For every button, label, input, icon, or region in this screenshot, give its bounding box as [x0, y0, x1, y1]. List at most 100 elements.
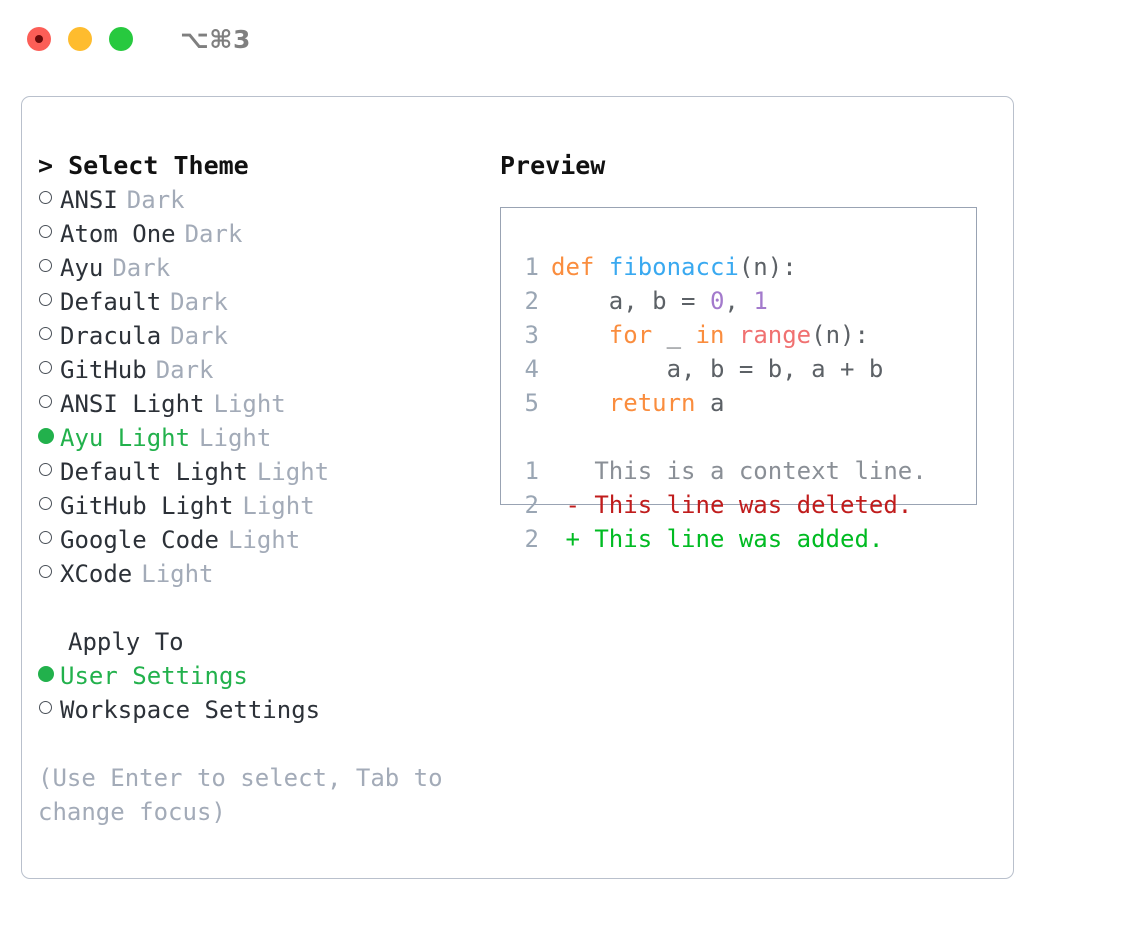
option-kind-label: Dark [170, 288, 228, 316]
code-token [551, 321, 609, 349]
line-number: 2 [524, 525, 539, 553]
line-number: 1 [524, 253, 539, 281]
theme-option-github-light[interactable]: GitHub Light Light [38, 489, 488, 523]
code-token: 0 [709, 287, 725, 315]
keyboard-hint-text: (Use Enter to select, Tab to change focu… [38, 764, 458, 826]
line-number: 2 [524, 491, 539, 519]
line-number: 4 [524, 355, 539, 383]
option-kind-label: Light [256, 458, 330, 486]
code-token: in [695, 321, 725, 349]
diff-marker [551, 457, 594, 485]
option-kind-label: Light [242, 492, 315, 520]
radio-mark [39, 565, 52, 578]
code-token: a, b = [551, 287, 710, 315]
option-label: ANSI [60, 186, 118, 214]
option-kind-label: Dark [184, 220, 243, 248]
radio-mark [39, 191, 52, 204]
code-token: range [738, 321, 812, 349]
radio-mark [39, 531, 52, 544]
keyboard-shortcut-label: ⌥⌘3 [180, 24, 251, 54]
radio-mark [38, 428, 54, 444]
code-token: , [724, 287, 754, 315]
theme-option-ansi[interactable]: ANSI Dark [38, 183, 488, 217]
title-bar: ⌥⌘3 [0, 0, 1140, 78]
option-kind-label: Dark [112, 254, 171, 282]
option-kind-label: Dark [170, 322, 228, 350]
option-label: ANSI Light [60, 390, 205, 418]
radio-mark [39, 361, 52, 374]
apply-option-user-settings[interactable]: User Settings [38, 659, 488, 693]
option-label: GitHub Light [60, 492, 234, 520]
theme-option-github[interactable]: GitHub Dark [38, 353, 488, 387]
radio-mark [39, 225, 52, 238]
option-label: XCode [60, 560, 133, 588]
option-label: Google Code [60, 526, 219, 554]
code-token: _ [652, 321, 696, 349]
option-kind-label: Light [141, 560, 214, 588]
diff-line: 2 + This line was added. [517, 522, 927, 556]
code-token [551, 389, 609, 417]
radio-mark [38, 666, 54, 682]
diff-text: This is a context line. [594, 457, 927, 485]
radio-mark [39, 327, 52, 340]
diff-marker: - [551, 491, 595, 519]
theme-option-default[interactable]: Default Dark [38, 285, 488, 319]
code-line: 2 a, b = 0, 1 [517, 284, 927, 318]
radio-mark [39, 497, 52, 510]
maximize-button[interactable] [109, 27, 133, 51]
option-label: User Settings [60, 662, 248, 690]
code-token: def [551, 253, 595, 281]
diff-line: 1 This is a context line. [517, 454, 927, 488]
code-token: return [608, 389, 696, 417]
close-button[interactable] [27, 27, 51, 51]
select-theme-heading: > Select Theme [38, 151, 249, 180]
code-token: a [695, 389, 725, 417]
option-label: Atom One [60, 220, 176, 248]
option-label: Dracula [60, 322, 162, 350]
apply-option-workspace-settings[interactable]: Workspace Settings [38, 693, 488, 727]
preview-column: Preview [500, 149, 1000, 183]
apply-to-heading: Apply To [68, 628, 184, 656]
code-token [724, 321, 738, 349]
diff-text: This line was added. [594, 525, 884, 553]
option-kind-label: Light [199, 424, 272, 452]
option-kind-label: Dark [155, 356, 214, 384]
diff-text: This line was deleted. [594, 491, 913, 519]
radio-mark [39, 463, 52, 476]
theme-option-google-code[interactable]: Google Code Light [38, 523, 488, 557]
option-kind-label: Dark [126, 186, 185, 214]
traffic-light-buttons [27, 27, 133, 51]
blank-line [517, 420, 927, 454]
code-token: for [608, 321, 653, 349]
option-kind-label: Light [227, 526, 301, 554]
code-line: 3 for _ in range(n): [517, 318, 927, 352]
diff-marker: + [551, 525, 595, 553]
radio-mark [39, 701, 52, 714]
radio-mark [39, 293, 52, 306]
code-line: 4 a, b = b, a + b [517, 352, 927, 386]
theme-option-atom-one[interactable]: Atom One Dark [38, 217, 488, 251]
radio-mark [39, 395, 52, 408]
code-token [594, 253, 608, 281]
line-number: 5 [524, 389, 539, 417]
theme-option-dracula[interactable]: Dracula Dark [38, 319, 488, 353]
code-token: 1 [753, 287, 768, 315]
option-label: GitHub [60, 356, 147, 384]
radio-mark [39, 259, 52, 272]
minimize-button[interactable] [68, 27, 92, 51]
code-line: 5 return a [517, 386, 927, 420]
theme-option-xcode[interactable]: XCode Light [38, 557, 488, 591]
option-label: Default [60, 288, 162, 316]
